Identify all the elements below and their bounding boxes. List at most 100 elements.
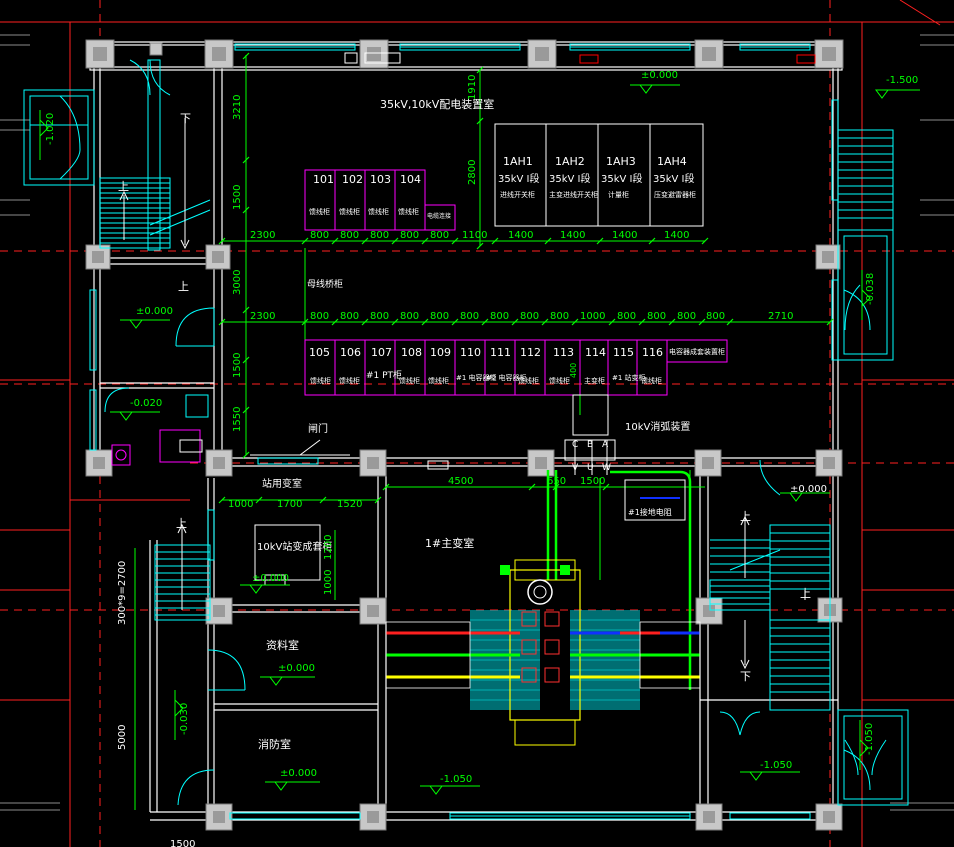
stair-down-label: 下	[740, 670, 751, 683]
room-label-35-10kv: 35kV,10kV配电装置室	[380, 97, 494, 111]
stair-dimension: 300*9=2700	[117, 561, 128, 625]
dimension-value: 1700	[277, 499, 302, 510]
dimension-value: 650	[547, 476, 566, 487]
room-label-station-transformer: 站用变室	[262, 477, 302, 490]
level-value: -0.030	[179, 703, 190, 735]
dimension-value: 3000	[232, 270, 243, 295]
level-value: ±0.000	[136, 306, 173, 317]
cabinet-desc: 馈线柜	[368, 207, 389, 216]
stair-up-label: 上	[178, 280, 189, 293]
cabinet-id: 106	[340, 346, 361, 359]
level-symbols	[39, 84, 920, 795]
cabinet-id: 114	[585, 346, 606, 359]
grounding-label: #1接地电阻	[628, 507, 672, 517]
room-label-main-transformer: 1#主变室	[425, 536, 474, 550]
column	[85, 39, 115, 69]
dimension-value: 800	[460, 311, 479, 322]
dimension-value: 1000	[323, 570, 334, 595]
cabinet-rating: 35kV I段	[549, 172, 590, 185]
cabinet-desc: 馈线柜	[428, 376, 449, 385]
door-label: 闸门	[308, 422, 328, 435]
room-label-materials: 资料室	[266, 638, 299, 652]
dimension-value: 2710	[768, 311, 793, 322]
level-value: -1.020	[45, 113, 56, 145]
dimension-value: 800	[706, 311, 725, 322]
level-value: -1.500	[886, 75, 918, 86]
red-markers	[579, 54, 816, 64]
dimension-value: 800	[340, 230, 359, 241]
cabinet-id: 105	[309, 346, 330, 359]
stair-up-label: 上	[740, 510, 751, 523]
cabinet-id: 109	[430, 346, 451, 359]
dimension-value: 1550	[232, 407, 243, 432]
dimension-ticks	[218, 52, 834, 504]
dimension-value: 800	[550, 311, 569, 322]
right-external-stairs	[837, 129, 909, 806]
cabinet-rating: 35kV I段	[653, 172, 694, 185]
level-value: -0.020	[130, 398, 162, 409]
dimension-value: 4500	[448, 476, 473, 487]
stair-up-label: 上	[118, 180, 129, 193]
dimension-value: 400	[569, 363, 578, 378]
stair-arrows-top-left	[119, 118, 190, 250]
busbars	[386, 497, 700, 679]
dimension-value: 1500	[232, 353, 243, 378]
stair-up-label: 上	[176, 517, 187, 530]
dimension-value: 800	[340, 311, 359, 322]
dimension-value: 800	[310, 311, 329, 322]
cbra-label: U	[587, 463, 594, 473]
stair-arrow-left-bottom	[177, 523, 187, 610]
dimension-value: 800	[647, 311, 666, 322]
building-walls	[89, 41, 843, 821]
cabinet-id: 104	[400, 173, 421, 186]
cabinet-desc: 馈线柜	[399, 376, 420, 385]
stair-arrows-right	[740, 515, 806, 670]
dimension-value: 800	[520, 311, 539, 322]
cabinet-desc: 进线开关柜	[500, 190, 535, 199]
column	[149, 42, 163, 56]
cabinet-desc: 馈线柜	[549, 376, 570, 385]
cabinet-desc: 电缆连接	[427, 212, 451, 220]
cabinet-id: 116	[642, 346, 663, 359]
dimension-value: 1400	[508, 230, 533, 241]
cabinet-id: 108	[401, 346, 422, 359]
cabinet-id: 1AH1	[503, 155, 533, 168]
dimension-value: 800	[400, 311, 419, 322]
dimension-value: 1910	[467, 75, 478, 100]
dimension-value: 1500	[170, 839, 195, 847]
dimension-value: 800	[677, 311, 696, 322]
arc-suppression-label: 10kV消弧装置	[625, 420, 690, 433]
dimension-value: 800	[430, 311, 449, 322]
dimension-value: 1400	[612, 230, 637, 241]
cbra-label: B	[587, 440, 593, 450]
cabinet-desc: 压变避雷器柜	[654, 190, 696, 199]
level-value: ±0.000	[252, 573, 289, 584]
dimension-value: 1100	[462, 230, 487, 241]
cabinet-desc: 馈线柜	[641, 376, 662, 385]
column	[527, 449, 555, 477]
capacitor-row-label: 电容器成套装置柜	[669, 347, 725, 356]
cabinet-desc: 馈线柜	[339, 207, 360, 216]
cabinet-desc: 馈线柜	[398, 207, 419, 216]
outer-grid-lines	[0, 34, 954, 811]
cabinet-desc: 馈线柜	[309, 207, 330, 216]
dimension-value: 1400	[560, 230, 585, 241]
level-value: ±0.000	[641, 70, 678, 81]
dimension-value: 2300	[250, 311, 275, 322]
dimension-value: 5000	[117, 725, 128, 750]
cabinet-desc: 馈线柜	[518, 376, 539, 385]
dimension-value: 2300	[250, 230, 275, 241]
cabinet-desc: #1 站变柜	[612, 373, 646, 382]
windows	[89, 43, 839, 820]
cbra-label: V	[572, 463, 579, 473]
dimension-value: 1000	[580, 311, 605, 322]
cabinet-desc: 主变柜	[584, 376, 605, 385]
dimension-value: 1400	[664, 230, 689, 241]
level-value: ±0.000	[790, 484, 827, 495]
toilet-fixtures	[111, 394, 209, 466]
dimension-value: 1520	[337, 499, 362, 510]
column	[359, 597, 387, 625]
dimension-value: 1000	[228, 499, 253, 510]
cabinet-id: 112	[520, 346, 541, 359]
